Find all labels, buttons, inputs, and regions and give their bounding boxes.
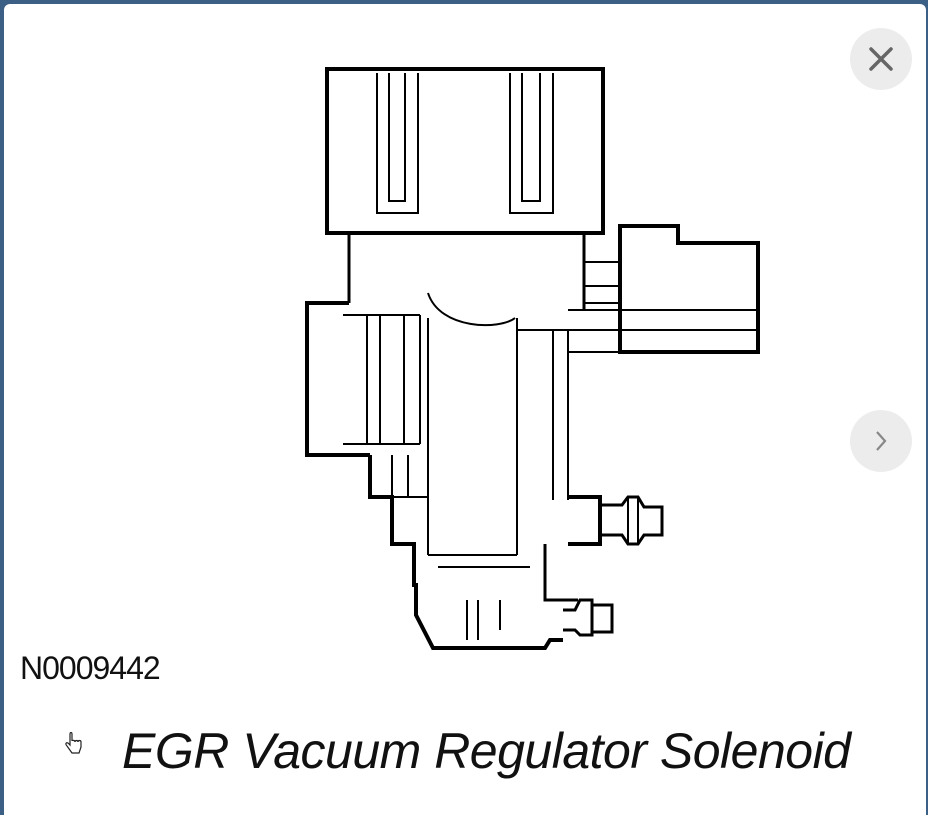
egr-solenoid-illustration (305, 67, 760, 650)
image-viewer-modal: N0009442 EGR Vacuum Regulator Solenoid (4, 4, 926, 815)
hand-pointer-icon (65, 732, 82, 754)
close-icon (869, 47, 893, 71)
close-button[interactable] (850, 28, 912, 90)
chevron-right-icon (876, 431, 887, 451)
next-image-button[interactable] (850, 410, 912, 472)
image-caption: EGR Vacuum Regulator Solenoid (122, 723, 851, 779)
figure-id: N0009442 (20, 650, 161, 686)
